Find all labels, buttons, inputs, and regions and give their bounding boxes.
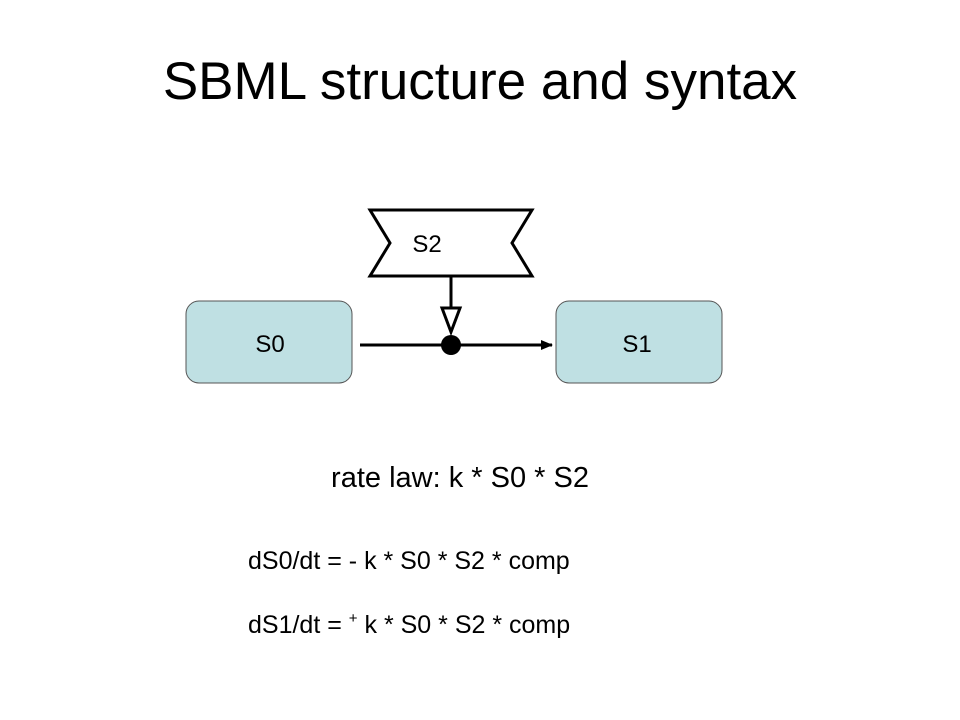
rate-law: rate law: k * S0 * S2	[331, 462, 589, 494]
species-s1-shape	[555, 300, 723, 384]
equation-ds0-sign: -	[348, 547, 365, 575]
species-s0: S0	[185, 300, 353, 384]
species-s1: S1	[555, 300, 723, 384]
modifier-arrow-icon	[439, 306, 463, 337]
equation-ds0-rhs: k * S0 * S2 * comp	[364, 547, 570, 575]
equation-ds1: dS1/dt = + k * S0 * S2 * comp	[248, 603, 570, 641]
equation-ds1-sign: +	[348, 610, 358, 627]
equation-ds1-rhs: k * S0 * S2 * comp	[357, 611, 571, 639]
equation-ds0-lhs: dS0/dt =	[248, 547, 349, 575]
equation-ds1-lhs: dS1/dt =	[248, 611, 349, 639]
modifier-arc	[439, 276, 463, 337]
species-s0-label: S0	[255, 331, 284, 358]
species-s0-shape	[185, 300, 353, 384]
reaction-node	[441, 335, 461, 355]
species-s1-label: S1	[622, 331, 651, 358]
species-s2: S2	[367, 208, 535, 278]
slide-title: SBML structure and syntax	[162, 52, 798, 111]
equation-ds0: dS0/dt = - k * S0 * S2 * comp	[248, 545, 570, 577]
species-s2-shape	[367, 208, 535, 278]
species-s2-label: S2	[412, 231, 441, 258]
